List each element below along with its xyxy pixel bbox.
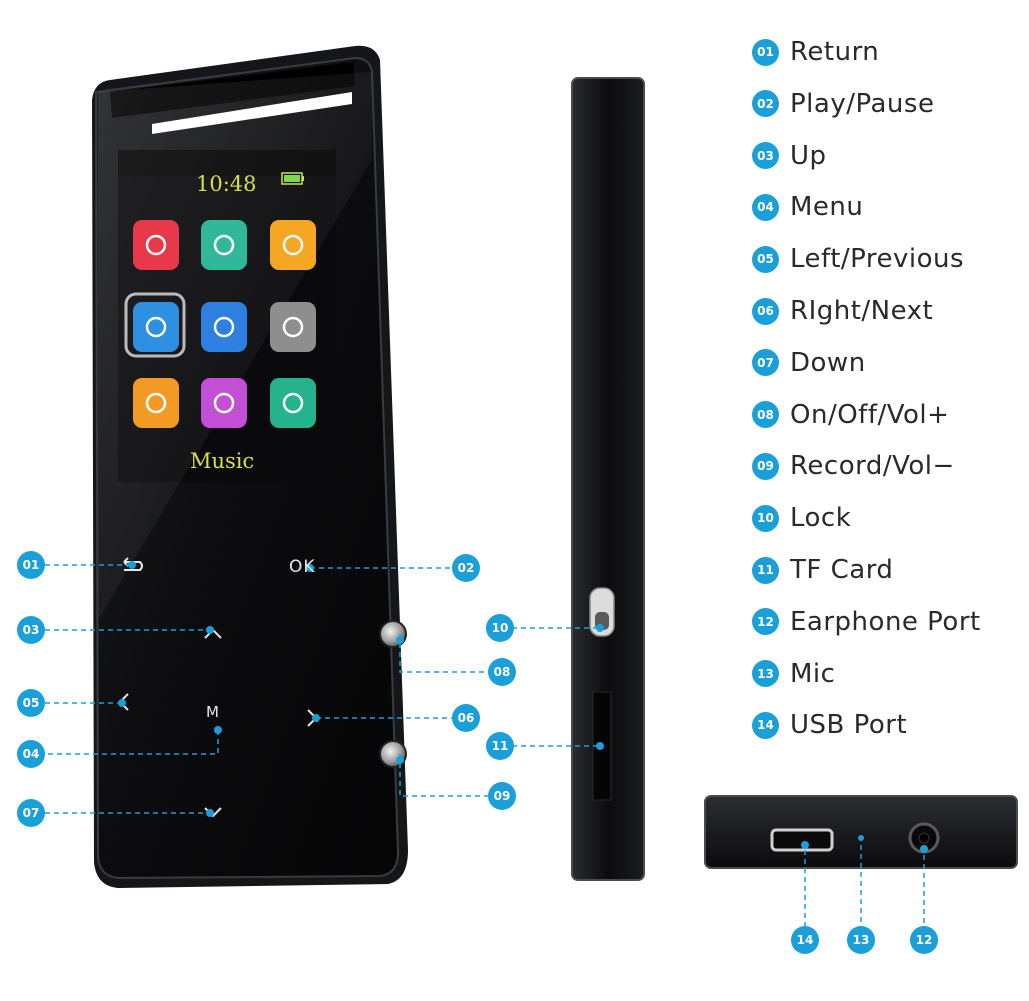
menu-button-label: M [206, 703, 219, 721]
screen-clock: 10:48 [196, 172, 257, 196]
legend-number-badge: 09 [752, 452, 779, 480]
ok-button-label: OK [289, 557, 316, 577]
legend-label: Mic [790, 658, 836, 689]
legend-label: Up [790, 140, 827, 171]
callout-01: 01 [17, 551, 45, 579]
callout-dots [118, 561, 928, 853]
legend-label: Left/Previous [790, 244, 965, 275]
legend-item: 07 Down [752, 343, 866, 383]
legend-label: Return [790, 37, 880, 67]
callout-07: 07 [17, 799, 45, 827]
legend-number-badge: 05 [752, 245, 779, 273]
legend-item: 02 Play/Pause [752, 84, 934, 124]
ebook-app-icon [201, 378, 247, 428]
callout-06: 06 [452, 704, 480, 732]
selected-app-highlight [124, 292, 186, 358]
callout-14: 14 [791, 926, 819, 954]
legend-item: 08 On/Off/Vol+ [752, 395, 949, 435]
radio-app-icon-glyph [213, 234, 235, 256]
legend-number-badge: 08 [752, 401, 779, 429]
callout-04: 04 [17, 740, 45, 768]
settings-app-icon [270, 302, 316, 352]
music-app-icon-glyph [145, 234, 167, 256]
callout-09: 09 [488, 782, 516, 810]
callout-05: 05 [17, 689, 45, 717]
player-bottom-view [704, 795, 1018, 869]
battery-icon [281, 172, 304, 185]
callout-lines [45, 564, 925, 927]
legend-number-badge: 07 [752, 349, 779, 377]
legend-label: Record/Vol− [790, 451, 955, 482]
legend-item: 04 Menu [752, 187, 863, 227]
callout-10: 10 [486, 614, 514, 642]
legend-number-badge: 06 [752, 297, 779, 325]
legend-item: 12 Earphone Port [752, 602, 981, 642]
player-side-view [571, 77, 645, 881]
app-grid [133, 220, 316, 428]
legend-label: RIght/Next [790, 296, 934, 326]
legend-number-badge: 04 [752, 193, 779, 221]
bluetooth-app-icon-glyph [213, 316, 235, 338]
legend-number-badge: 01 [752, 38, 779, 66]
legend-item: 11 TF Card [752, 550, 893, 590]
legend-number-badge: 03 [752, 142, 779, 170]
bluetooth-app-icon [201, 302, 247, 352]
legend-label: Lock [790, 503, 852, 534]
legend-item: 06 RIght/Next [752, 291, 933, 331]
settings-app-icon-glyph [282, 316, 304, 338]
folder-app-icon [270, 220, 316, 270]
legend-item: 01 Return [752, 32, 879, 72]
legend-item: 14 USB Port [752, 705, 907, 745]
legend-label: Play/Pause [790, 88, 935, 119]
legend-number-badge: 11 [752, 556, 779, 584]
music-app-icon [133, 220, 179, 270]
callout-08: 08 [488, 658, 516, 686]
legend-number-badge: 13 [752, 660, 779, 688]
callout-13: 13 [847, 926, 875, 954]
sport-app-icon-glyph [282, 392, 304, 414]
legend-number-badge: 10 [752, 504, 779, 532]
legend-number-badge: 02 [752, 90, 779, 118]
callout-02: 02 [452, 554, 480, 582]
legend-number-badge: 14 [752, 711, 779, 739]
legend-item: 03 Up [752, 136, 827, 176]
legend-label: Down [790, 347, 866, 378]
compass-app-icon [133, 302, 179, 352]
legend-label: USB Port [790, 710, 908, 741]
compass-app-icon-glyph [145, 316, 167, 338]
callout-03: 03 [17, 616, 45, 644]
tools-app-icon [133, 378, 179, 428]
legend-label: On/Off/Vol+ [790, 399, 950, 430]
legend-number-badge: 12 [752, 608, 779, 636]
screen-caption: Music [190, 449, 255, 473]
callout-11: 11 [486, 732, 514, 760]
usb-port [770, 828, 834, 852]
legend-item: 09 Record/Vol− [752, 446, 955, 486]
sport-app-icon [270, 378, 316, 428]
ebook-app-icon-glyph [213, 392, 235, 414]
tools-app-icon-glyph [145, 392, 167, 414]
legend-item: 13 Mic [752, 654, 835, 694]
legend-item: 05 Left/Previous [752, 239, 964, 279]
legend-label: TF Card [790, 555, 894, 585]
legend-item: 10 Lock [752, 498, 851, 538]
radio-app-icon [201, 220, 247, 270]
folder-app-icon-glyph [282, 234, 304, 256]
mic-hole [858, 835, 864, 841]
callout-12: 12 [910, 926, 938, 954]
legend-label: Menu [790, 192, 864, 223]
legend-label: Earphone Port [790, 606, 981, 637]
